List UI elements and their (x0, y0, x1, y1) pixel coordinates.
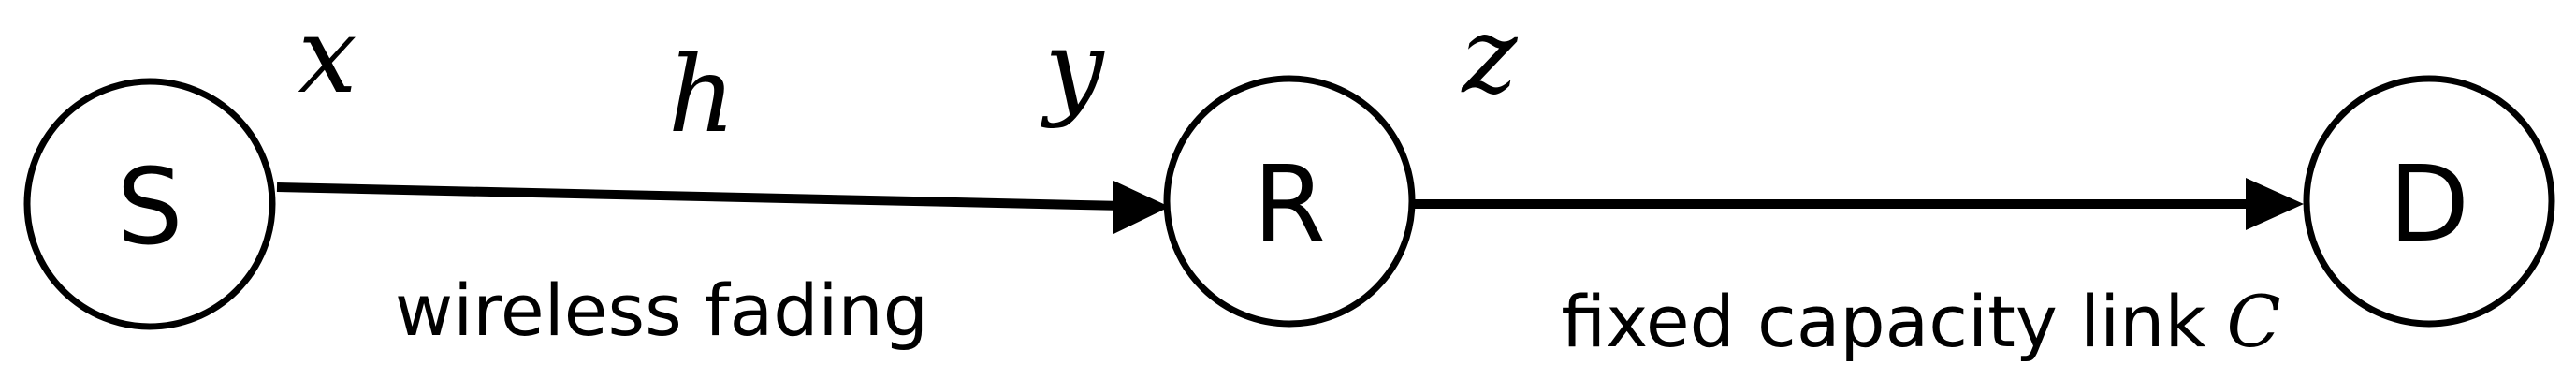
wireless-link-arrowhead (1113, 181, 1170, 234)
node-relay: R (1163, 75, 1416, 328)
destination-node-circle (2303, 75, 2555, 328)
relay-output-symbol-z: z (1460, 0, 1518, 117)
relay-received-symbol-y: y (1040, 8, 1105, 130)
wireless-link-line (276, 182, 1126, 211)
capacity-symbol-c: C (2226, 280, 2280, 363)
source-node-circle (23, 78, 276, 330)
fixed-capacity-link-arrowhead (2246, 178, 2304, 230)
fixed-capacity-caption: fixed capacity link C (1561, 280, 2280, 363)
fixed-capacity-caption-text: fixed capacity link (1561, 280, 2205, 363)
node-destination: D (2303, 75, 2555, 328)
wireless-fading-caption: wireless fading (395, 269, 928, 352)
source-node-label: S (116, 147, 182, 269)
relay-node-circle (1163, 75, 1416, 328)
destination-node-label: D (2389, 144, 2469, 266)
node-source: S (23, 78, 276, 330)
input-symbol-x: x (298, 0, 357, 117)
channel-symbol-h: h (668, 35, 735, 156)
relay-node-label: R (1253, 144, 1326, 266)
